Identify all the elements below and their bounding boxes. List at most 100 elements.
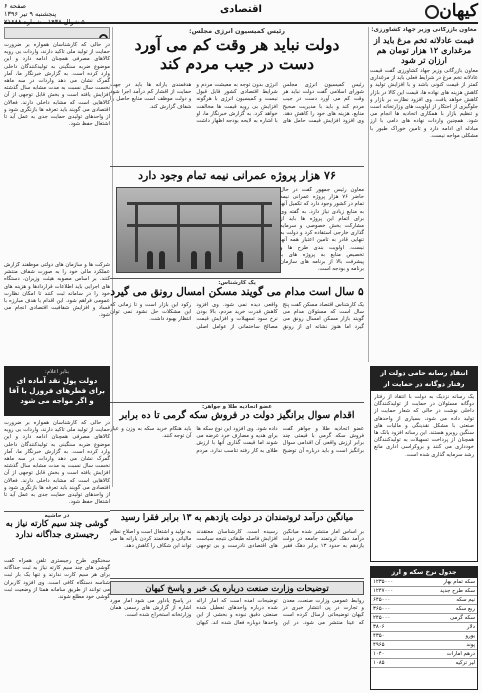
section-rule — [110, 578, 364, 579]
masthead: کیهان اقتصادی صفحه ۶ پنجشنبه ۹ تیر ۱۳۹۶ … — [4, 2, 478, 26]
rate-value: ۴۳۵۰ — [371, 631, 412, 641]
photo-column — [261, 202, 264, 262]
ministry-header: توضیحات وزارت صنعت درباره یک خبر و پاسخ … — [110, 581, 364, 595]
coin-body: عضو اتحادیه طلا و جواهر گفت فروش سکه گرم… — [110, 426, 364, 454]
rate-label: پوند — [411, 640, 477, 650]
rate-value: ۱۰۴۰ — [371, 649, 412, 659]
rate-value: ۳۸۰۶ — [371, 622, 412, 632]
cash-kicker: بنابر اعلام: — [44, 369, 70, 375]
section-rule — [110, 166, 364, 167]
housing-title[interactable]: ۵ سال است مدام می گویند مسکن امسال رونق … — [110, 286, 364, 298]
cash-title[interactable]: دولت پول نقد آماده ای برای فطرهای فروزل … — [9, 376, 105, 405]
banner-emblem-icon — [99, 34, 108, 38]
photo-person — [237, 251, 243, 269]
issue-line: ۵ شوال ۱۴۳۸ - شماره ۲۱۶۸۸ — [4, 18, 85, 26]
rate-value: ۱۰۸۵ — [371, 658, 412, 668]
egg-title[interactable]: قیمت عادلانه تخم مرغ باید از مرغداری ۱۲ … — [373, 35, 475, 65]
issue-meta: صفحه ۶ پنجشنبه ۹ تیر ۱۳۹۶ ۵ شوال ۱۴۳۸ - … — [4, 2, 85, 26]
coin-title[interactable]: اقدام سوال برانگیز دولت در فروش سکه گرمی… — [119, 410, 355, 421]
left-mid-body: شرکت ها و سازمان های دولتی موظفند گزارش … — [4, 262, 110, 319]
rate-value: ۴۹۶۵ — [371, 640, 412, 650]
egg-price-article: معاون بازرگانی وزیر جهاد کشاورزی: قیمت ع… — [370, 27, 478, 362]
newspaper-logo: کیهان — [423, 2, 478, 20]
rate-label: سکه تمام بهار — [411, 578, 477, 587]
photo-column — [177, 202, 180, 262]
section-title: اقتصادی — [220, 4, 262, 15]
column-rule — [112, 27, 113, 487]
left-lower-body: در حالی که کارشناسان همواره بر ضرورت حما… — [4, 420, 110, 506]
rate-label: لیر ترکیه — [411, 658, 477, 668]
photo-beam — [127, 202, 272, 205]
sim-title[interactable]: گوشی چند سیم کارته نیاز به رجیستری جداگا… — [5, 519, 109, 540]
rate-value: ۶۴۵۰۰۰ — [371, 595, 412, 605]
media-criticism-box: انتقاد رسانه حامی دولت از رفتار دوگانه د… — [370, 366, 478, 562]
sim-header: در حاشیه گوشی چند سیم کارته نیاز به رجیس… — [4, 513, 110, 555]
rate-value: ۱۲۴۷۰۰۰ — [371, 586, 412, 596]
projects-body: معاون رئیس جمهور گفت در حال حاضر ۷۶ هزار… — [280, 187, 364, 273]
rate-label: یورو — [411, 631, 477, 641]
left-top-body: در حالی که کارشناسان همواره بر ضرورت حما… — [4, 42, 110, 128]
construction-photo — [116, 187, 281, 273]
coin-kicker: عضو اتحادیه طلا و جواهر: — [202, 404, 272, 410]
lead-body: رئیس کمیسیون انرژی مجلس شورای اسلامی گفت… — [110, 82, 364, 125]
left-top-banner — [4, 27, 110, 39]
lead-title-line-1[interactable]: دولت نباید هر وقت کم می آورد — [134, 35, 340, 54]
wealth-body: بر اساس آمار منتشر شده میانگین درآمد دهک… — [110, 529, 364, 550]
housing-kicker: یک کارشناس: — [218, 280, 256, 286]
wealth-title[interactable]: میانگین درآمد ثروتمندان در دولت یازدهم ب… — [120, 513, 354, 523]
photo-person — [159, 251, 165, 269]
housing-body: یک کارشناس اقتصاد مسکن گفت پنج سال است ک… — [110, 302, 364, 330]
photo-person — [191, 251, 197, 269]
rate-label: درهم امارات — [411, 649, 477, 659]
lead-title-line-2[interactable]: دست در جیب مردم کند — [159, 54, 315, 73]
sim-body: سخنگوی طرح رجیستری تلفن همراه گفت گوشی ه… — [4, 558, 110, 601]
photo-person — [205, 251, 211, 269]
rate-label: سکه گرمی — [411, 613, 477, 623]
column-rule — [368, 27, 369, 362]
media-criticism-body: یک رسانه نزدیک به دولت با انتقاد از رفتا… — [374, 394, 474, 458]
rate-label: ربع سکه — [411, 604, 477, 614]
rate-value: ۱۲۳۵۰۰۰ — [371, 578, 412, 587]
sim-kicker: در حاشیه — [44, 513, 70, 519]
rate-value: ۳۶۵۰۰۰ — [371, 604, 412, 614]
photo-column — [135, 202, 138, 262]
lead-header: رئیس کمیسیون انرژی مجلس: دولت نباید هر و… — [110, 27, 364, 80]
egg-body: معاون بازرگانی وزیر جهاد کشاورزی گفت قیم… — [370, 68, 478, 139]
rate-label: دلار — [411, 622, 477, 632]
rate-label: نیم سکه — [411, 595, 477, 605]
cash-box: بنابر اعلام: دولت پول نقد آماده ای برای … — [4, 366, 110, 416]
photo-column — [219, 202, 222, 262]
rates-title: جدول نرخ سکه و ارز — [371, 567, 477, 578]
photo-beam — [127, 224, 272, 227]
page-number: صفحه ۶ — [4, 2, 27, 10]
ministry-body: روابط عمومی وزارت صنعت، معدن و تجارت در … — [110, 598, 364, 626]
ministry-title[interactable]: توضیحات وزارت صنعت درباره یک خبر و پاسخ … — [145, 583, 329, 593]
logo-text: کیهان — [439, 1, 478, 21]
section-rule — [110, 278, 364, 279]
section-rule — [110, 510, 364, 511]
rate-label: سکه طرح جدید — [411, 586, 477, 596]
coin-header: عضو اتحادیه طلا و جواهر: اقدام سوال بران… — [110, 404, 364, 422]
date-line: پنجشنبه ۹ تیر ۱۳۹۶ — [4, 10, 57, 18]
media-criticism-title[interactable]: انتقاد رسانه حامی دولت از رفتار دوگانه د… — [371, 367, 477, 399]
section-rule — [4, 511, 110, 512]
lead-kicker: رئیس کمیسیون انرژی مجلس: — [188, 27, 286, 35]
egg-kicker: معاون بازرگانی وزیر جهاد کشاورزی: — [371, 27, 477, 33]
photo-person — [147, 251, 153, 269]
projects-title[interactable]: ۷۶ هزار پروژه عمرانی نیمه تمام وجود دارد — [138, 169, 336, 182]
rate-value: ۲۴۵۰۰۰ — [371, 613, 412, 623]
housing-header: یک کارشناس: ۵ سال است مدام می گویند مسکن… — [110, 280, 364, 298]
